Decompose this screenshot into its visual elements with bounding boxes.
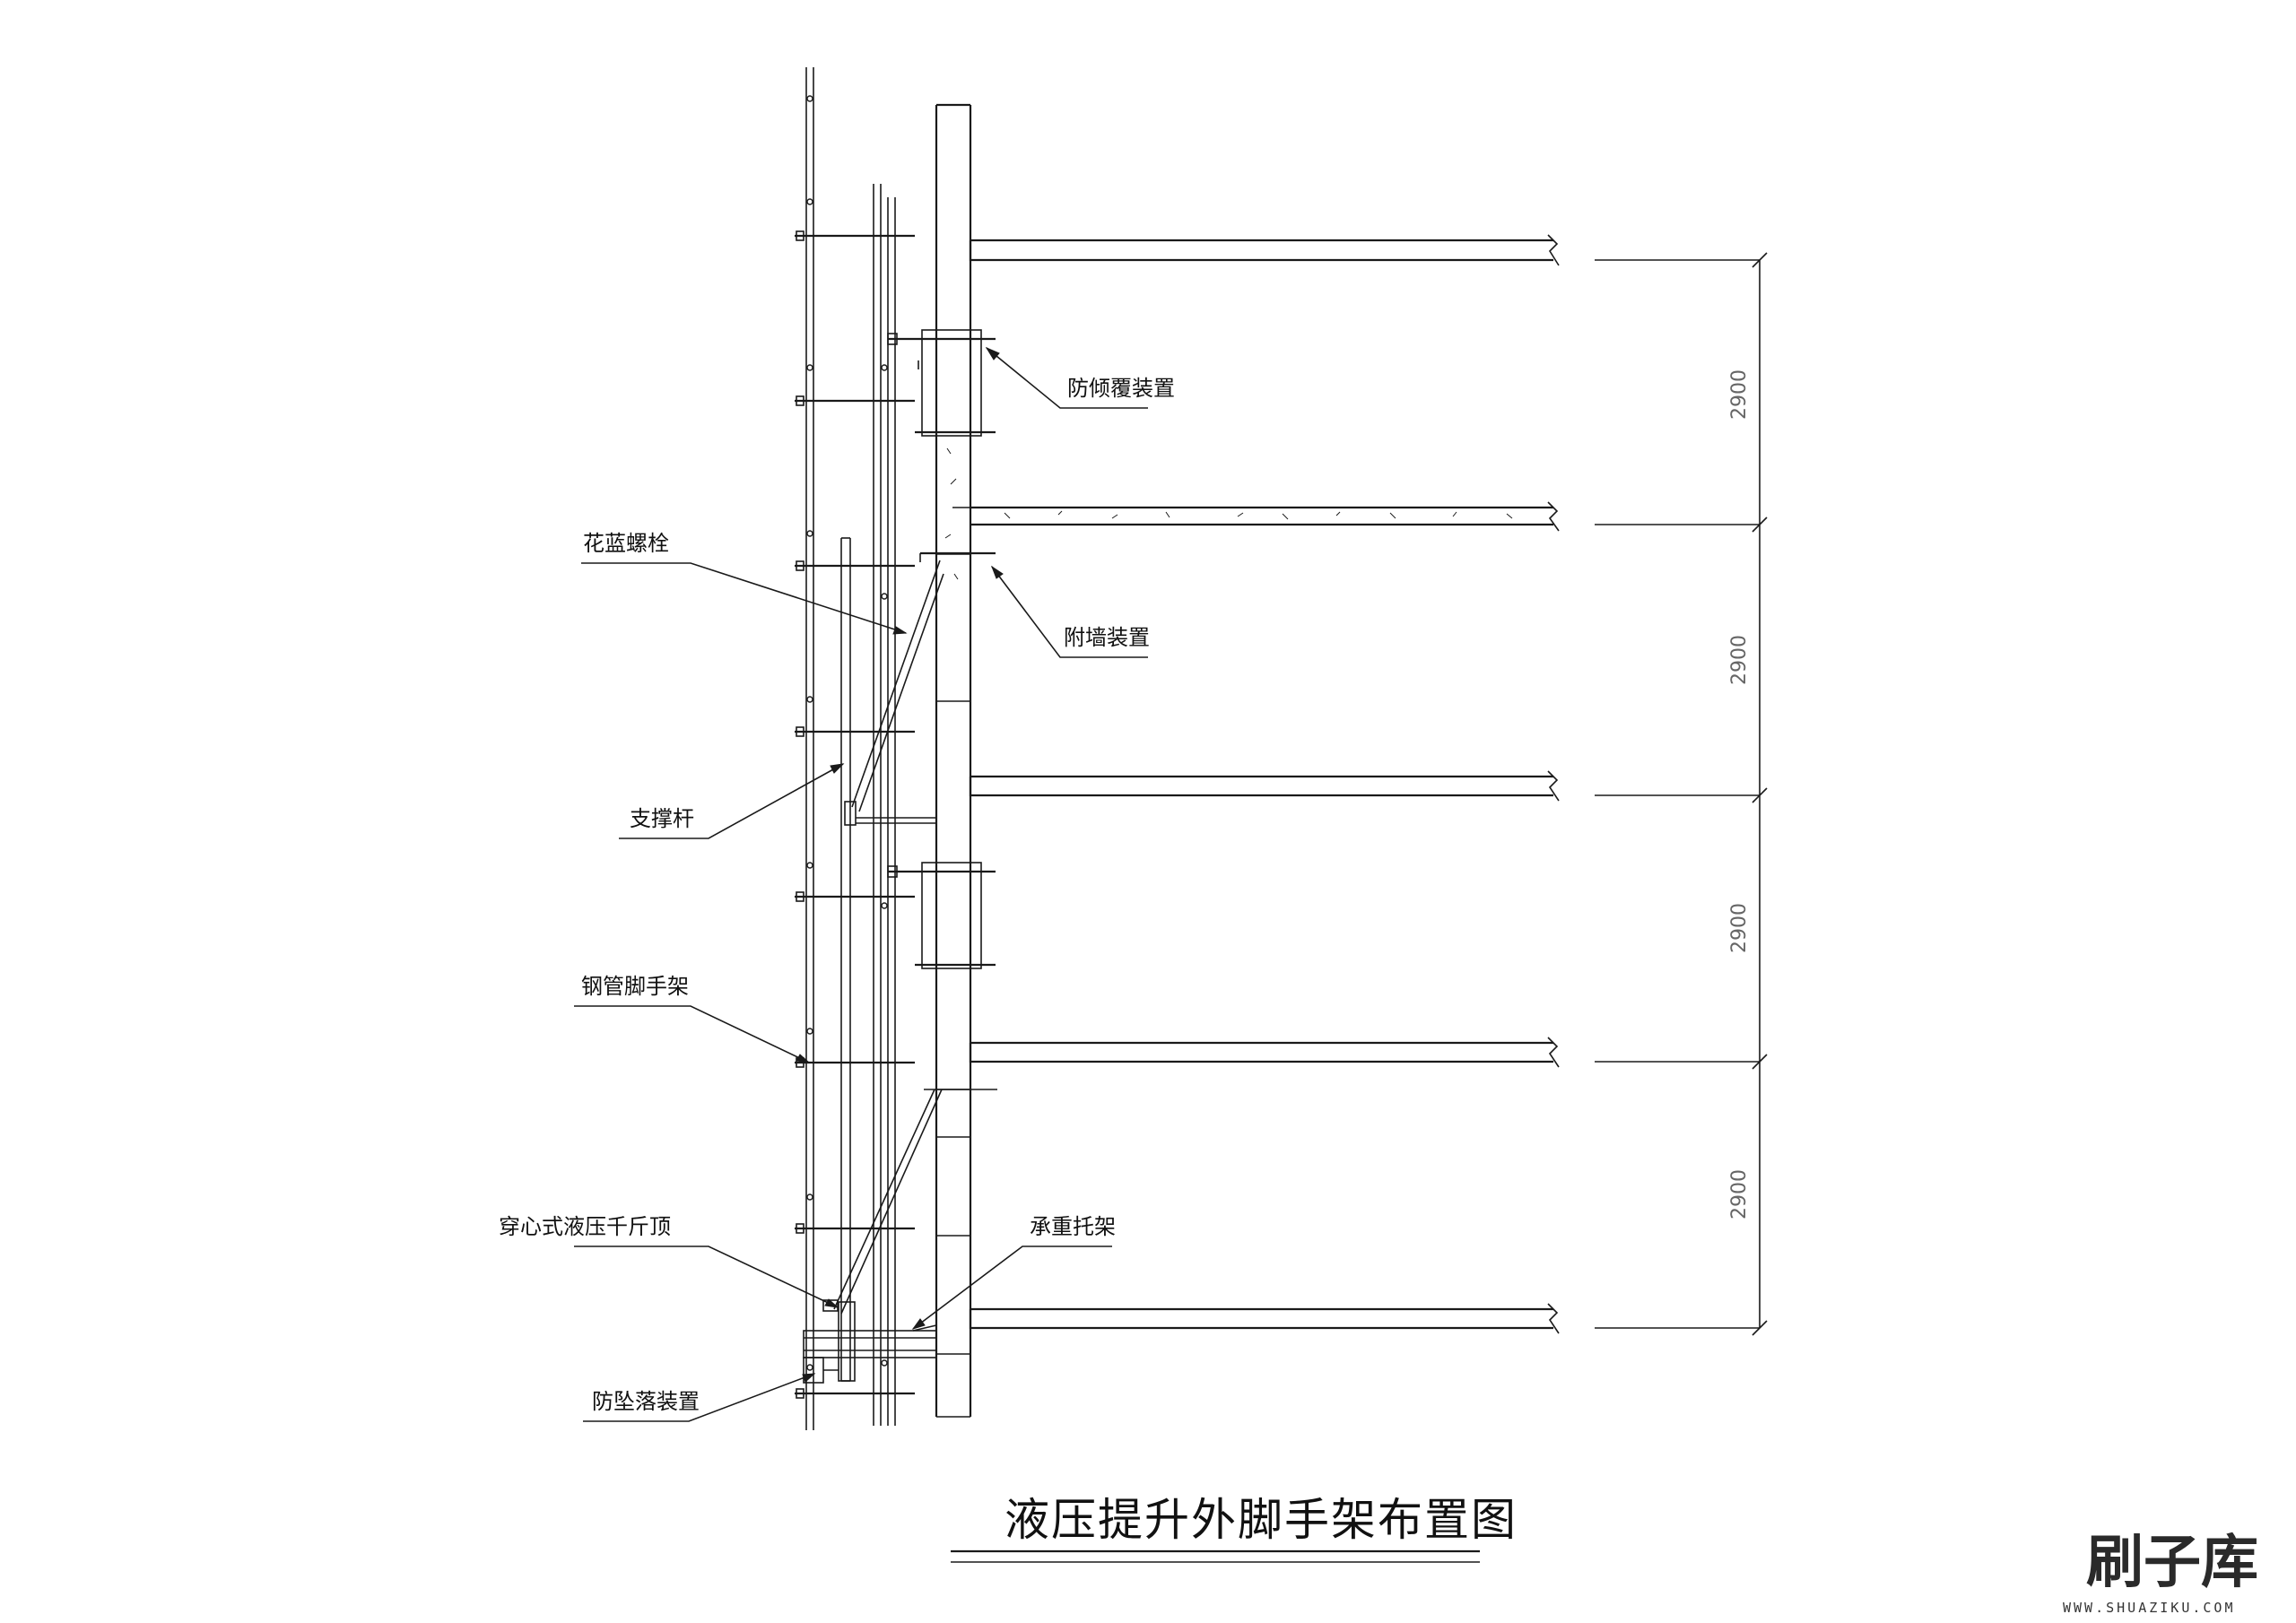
leader-lines xyxy=(574,346,1148,1422)
steel-tube-scaffold xyxy=(795,67,915,1430)
wall-attach-device xyxy=(919,551,996,562)
anti-tilt-device-lower xyxy=(887,862,996,969)
dimension-label-3: 2900 xyxy=(1728,903,1751,953)
label-anti-tilt-device: 防倾覆装置 xyxy=(1067,376,1175,401)
brace-rod-upper xyxy=(844,560,944,826)
bearing-bracket xyxy=(803,1324,937,1358)
concrete-hatch xyxy=(944,447,1513,580)
fall-arrest-device xyxy=(803,1357,839,1384)
label-bearing-bracket: 承重托架 xyxy=(1030,1214,1116,1239)
label-wall-attach-device: 附墙装置 xyxy=(1064,625,1150,650)
drawing-title: 液压提升外脚手架布置图 xyxy=(1004,1494,1518,1546)
lifting-guide-rail xyxy=(840,537,851,1382)
dimension-label-1: 2900 xyxy=(1728,369,1751,420)
label-hydraulic-jack: 穿心式液压千斤顶 xyxy=(499,1214,671,1239)
label-turnbuckle: 花蓝螺栓 xyxy=(583,531,669,556)
dimension-label-2: 2900 xyxy=(1728,635,1751,685)
hydraulic-jack xyxy=(822,1299,856,1382)
watermark-url: WWW.SHUAZIKU.COM xyxy=(2063,1600,2236,1616)
wall-column xyxy=(935,103,972,1418)
dimension-line xyxy=(1595,252,1768,1336)
watermark-logo: 刷子库 xyxy=(2086,1530,2258,1596)
label-brace-rod: 支撑杆 xyxy=(630,806,694,831)
anti-tilt-device-upper xyxy=(887,329,996,437)
floor-slabs xyxy=(952,234,1560,1334)
label-steel-tube-scaffold: 钢管脚手架 xyxy=(581,974,689,999)
brace-rod-lower xyxy=(833,1089,997,1315)
dimension-label-4: 2900 xyxy=(1728,1169,1751,1219)
label-fall-arrest-device: 防坠落装置 xyxy=(592,1389,700,1414)
